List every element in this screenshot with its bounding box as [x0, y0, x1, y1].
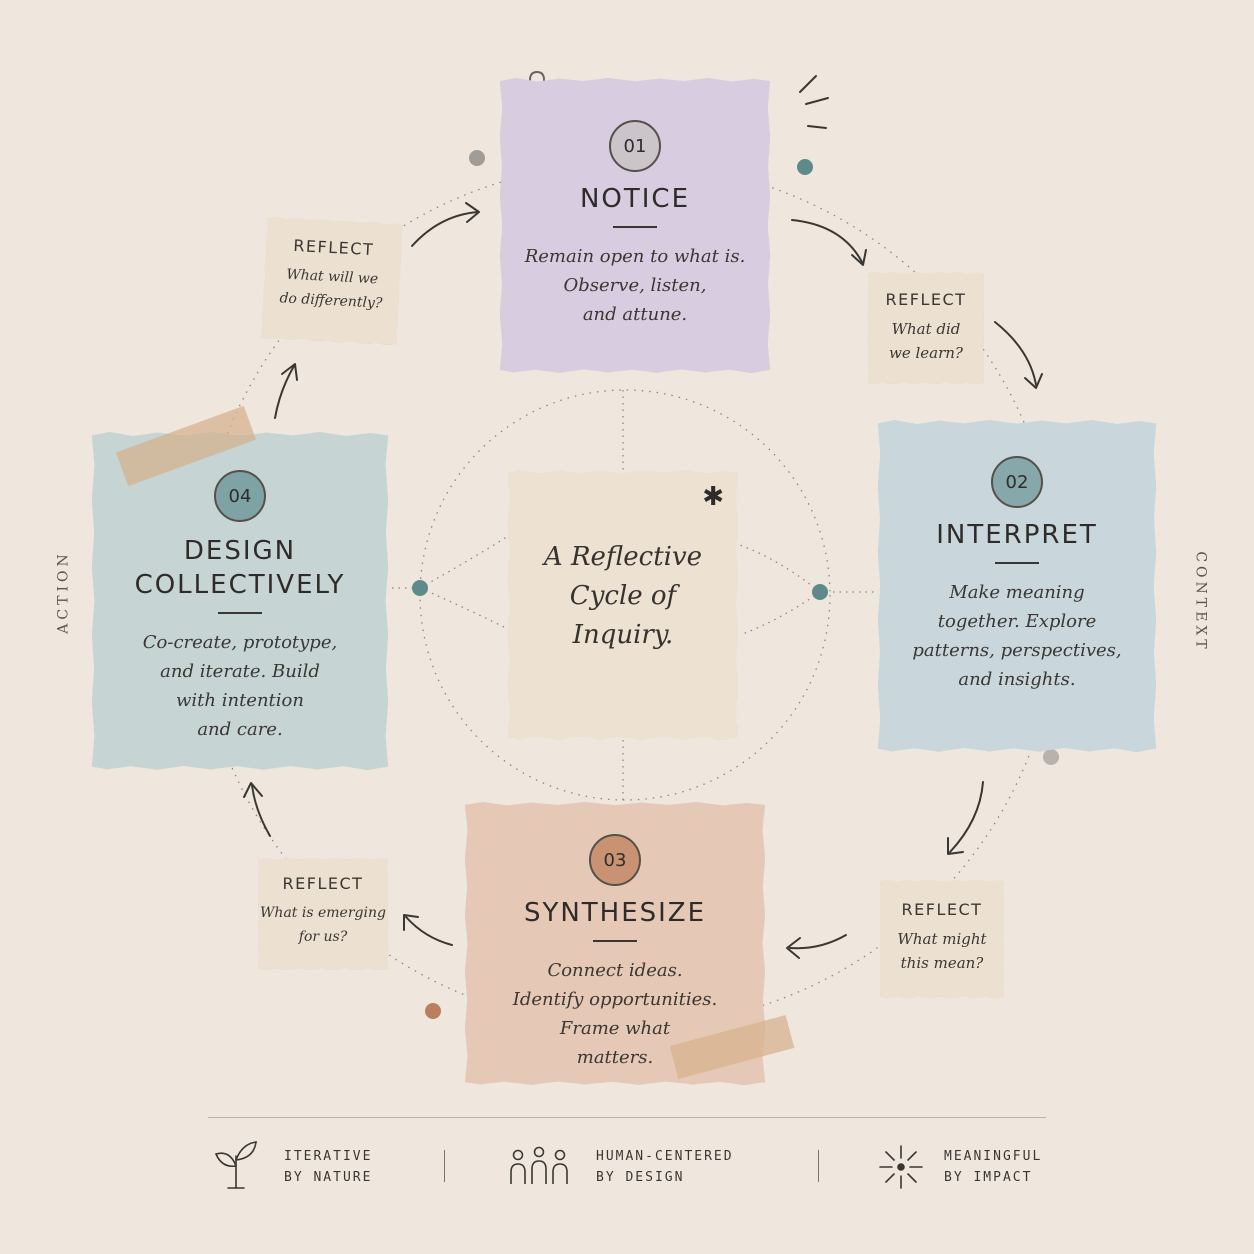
step-number-badge: 01 [609, 120, 661, 172]
step-title: SYNTHESIZE [523, 898, 707, 928]
asterisk-icon: ✱ [702, 482, 724, 512]
arrow-icon [791, 219, 863, 263]
arrow-icon [405, 916, 453, 946]
arrow-icon [403, 914, 419, 931]
title-rule [613, 226, 657, 228]
side-label-action: ACTION [55, 550, 72, 634]
arrow-icon [274, 365, 295, 419]
spark-icon [879, 1145, 923, 1189]
arrow-icon [851, 249, 867, 266]
center-title: A Reflective Cycle of Inquiry. [543, 542, 703, 650]
title-rule [995, 562, 1039, 564]
step-title: NOTICE [579, 184, 691, 214]
step-title: DESIGN COLLECTIVELY [134, 536, 346, 600]
step-card-notice: 01 NOTICE Remain open to what is. Observ… [500, 78, 770, 373]
title-rule [593, 940, 637, 942]
arrow-icon [786, 937, 801, 959]
node-dot [1043, 749, 1059, 765]
arrow-icon [947, 837, 964, 855]
arrow-icon [281, 363, 298, 381]
step-card-interpret: 02 INTERPRET Make meaning together. Expl… [878, 420, 1156, 752]
node-dot [812, 584, 828, 600]
arrow-icon [243, 782, 263, 798]
step-number-badge: 03 [589, 834, 641, 886]
sprout-icon [214, 1141, 257, 1189]
arrow-icon [411, 211, 479, 247]
arrow-icon [949, 781, 984, 853]
step-card-design-collectively: 04 DESIGN COLLECTIVELY Co-create, protot… [92, 432, 388, 770]
side-label-context: CONTEXT [1192, 551, 1209, 653]
title-rule [218, 612, 262, 614]
node-dot [412, 580, 428, 596]
node-dot [425, 1003, 441, 1019]
step-description: Connect ideas. Identify opportunities. F… [512, 960, 718, 1068]
step-description: Remain open to what is. Observe, listen,… [524, 246, 746, 325]
arrow-icon [465, 202, 480, 223]
node-dot [469, 150, 485, 166]
arrow-icon [994, 321, 1037, 386]
step-description: Make meaning together. Explore patterns,… [912, 582, 1122, 690]
footer-divider [208, 1117, 1046, 1118]
center-title-card: A Reflective Cycle of Inquiry. ✱ [508, 470, 738, 740]
footer-separator [818, 1150, 819, 1182]
arrow-icon [789, 934, 847, 950]
arrow-icon [251, 784, 271, 837]
arrow-icon [1024, 373, 1043, 389]
step-title: INTERPRET [936, 520, 1098, 550]
people-icon [510, 1146, 568, 1184]
step-number-badge: 04 [214, 470, 266, 522]
footer-separator [444, 1150, 445, 1182]
step-number-badge: 02 [991, 456, 1043, 508]
step-description: Co-create, prototype, and iterate. Build… [142, 632, 338, 740]
node-dot [797, 159, 813, 175]
